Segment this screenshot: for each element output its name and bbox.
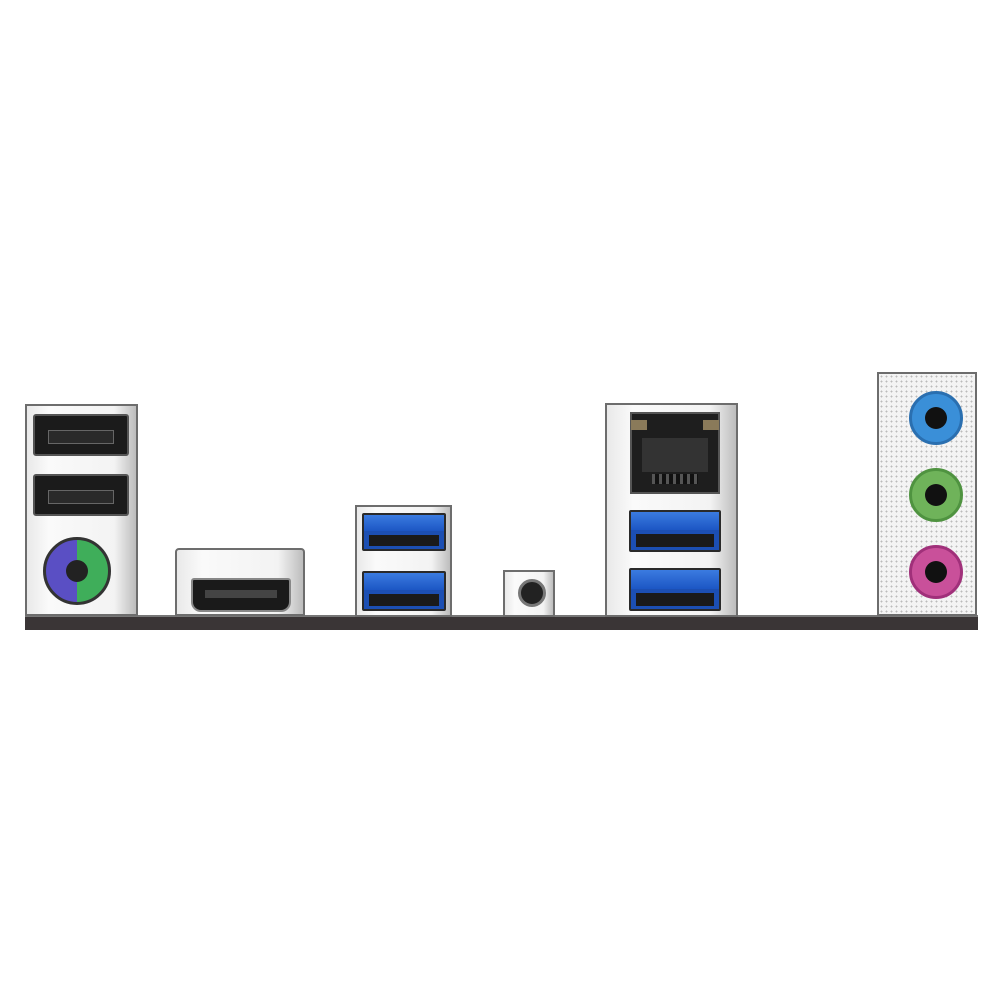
- usb2-port[interactable]: [33, 414, 129, 456]
- lan-usb3-stack: [605, 403, 738, 617]
- baseboard: [25, 615, 978, 630]
- audio-line-in-jack[interactable]: [909, 391, 963, 445]
- hdmi-shield: [175, 548, 305, 616]
- usb3-stack: [355, 505, 452, 617]
- usb3-port[interactable]: [362, 513, 446, 551]
- usb3-port[interactable]: [362, 571, 446, 611]
- audio-stack: [877, 372, 977, 616]
- lan-led: [631, 420, 647, 430]
- usb3-port[interactable]: [629, 568, 721, 611]
- ps2-combo-port[interactable]: [43, 537, 111, 605]
- lan-led: [703, 420, 719, 430]
- usb2-port[interactable]: [33, 474, 129, 516]
- hdmi-port[interactable]: [191, 578, 291, 612]
- rj45-lan-port[interactable]: [630, 412, 720, 494]
- usb3-port[interactable]: [629, 510, 721, 552]
- bios-button[interactable]: [518, 579, 546, 607]
- audio-mic-jack[interactable]: [909, 545, 963, 599]
- audio-line-out-jack[interactable]: [909, 468, 963, 522]
- usb2-ps2-stack: [25, 404, 138, 616]
- bios-flashback-button-housing: [503, 570, 555, 617]
